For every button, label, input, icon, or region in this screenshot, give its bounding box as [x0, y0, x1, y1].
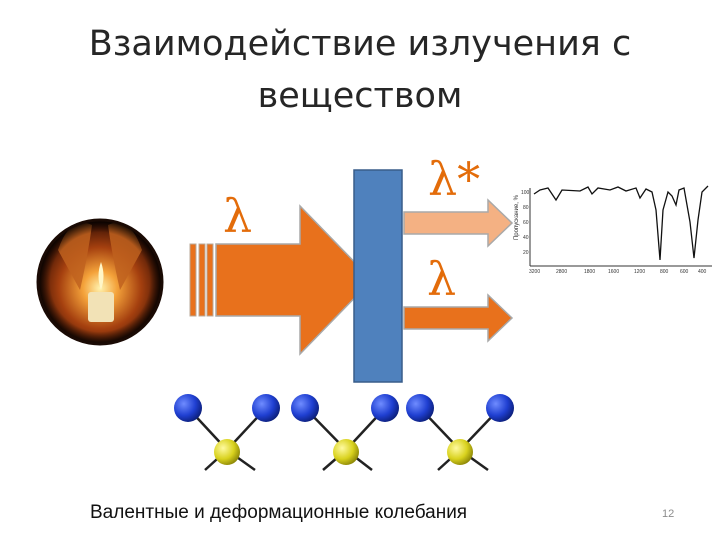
- atom-blue: [371, 394, 399, 422]
- title-line-2: веществом: [257, 76, 463, 116]
- slide-title: Взаимодействие излучения с веществом: [60, 18, 660, 122]
- atom-yellow: [214, 439, 240, 465]
- lambda-transmitted-label: λ: [427, 252, 456, 306]
- lambda-incident-label: λ: [223, 189, 252, 243]
- spectrum-x-tick: 1600: [608, 269, 619, 275]
- scattered-radiation-arrow: [403, 198, 514, 248]
- molecular-chain-diagram: [174, 394, 514, 472]
- atom-blue: [174, 394, 202, 422]
- spectrum-x-tick: 400: [698, 269, 707, 275]
- spectrum-y-tick: 60: [523, 220, 529, 226]
- atom-yellow: [333, 439, 359, 465]
- spectrum-x-tick: 1800: [584, 269, 595, 275]
- transmitted-radiation-arrow: [403, 293, 514, 343]
- incident-radiation-arrow: [189, 204, 374, 356]
- spectrum-x-tick: 1200: [634, 269, 645, 275]
- atom-yellow: [447, 439, 473, 465]
- atom-blue: [406, 394, 434, 422]
- svg-text:Пропускание, %: Пропускание, %: [514, 194, 520, 240]
- slide-number: 12: [662, 508, 675, 520]
- atom-blue: [252, 394, 280, 422]
- atom-blue: [486, 394, 514, 422]
- ir-spectrum-thumbnail: Пропускание, % 100 80 60 40 20 3200 2800…: [514, 185, 712, 275]
- spectrum-x-tick: 3200: [529, 269, 540, 275]
- title-line-1: Взаимодействие излучения с: [88, 24, 632, 64]
- spectrum-y-tick: 40: [523, 235, 529, 241]
- candle-in-hands-image: [36, 218, 164, 346]
- atom-blue: [291, 394, 319, 422]
- sample-block: [353, 169, 403, 383]
- lambda-scattered-label: λ*: [428, 152, 480, 206]
- spectrum-y-tick: 20: [523, 250, 529, 256]
- spectrum-x-tick: 600: [680, 269, 689, 275]
- spectrum-x-tick: 2800: [556, 269, 567, 275]
- spectrum-y-tick: 100: [521, 190, 530, 196]
- spectrum-x-tick: 800: [660, 269, 669, 275]
- slide-caption: Валентные и деформационные колебания: [90, 502, 468, 523]
- spectrum-y-tick: 80: [523, 205, 529, 211]
